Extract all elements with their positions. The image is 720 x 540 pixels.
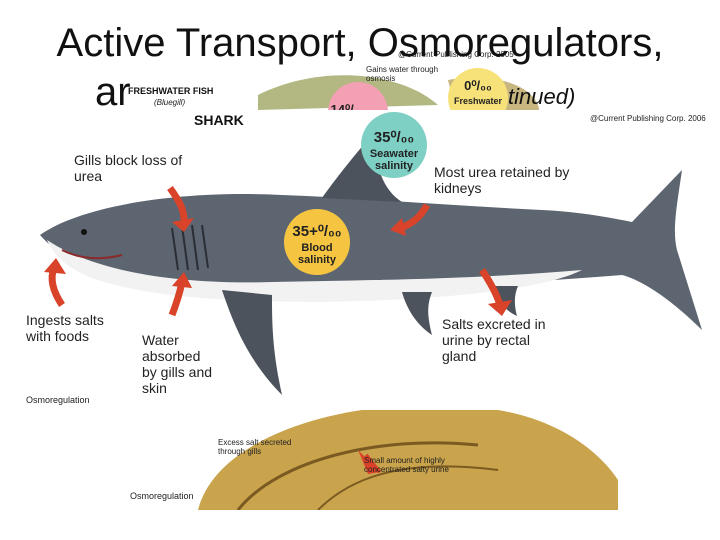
urea-label: Most urea retained by kidneys [434,164,570,196]
fw-species: (Bluegill) [154,98,186,107]
shark-figure: SHARK @Current Publishing Corp. 2006 35⁰… [22,110,712,410]
slide-title-suffix: tinued) [508,84,576,109]
blood-value: 35+⁰/₀₀ [292,223,342,240]
seawater-salinity-circle [361,112,427,178]
salts-label: Salts excreted in urine by rectal gland [442,316,546,364]
fw-salinity-value: 0⁰/₀₀ [464,78,492,93]
shark-illustration [40,112,702,395]
shark-copyright: @Current Publishing Corp. 2006 [590,114,706,123]
blood-salinity-circle [284,209,350,275]
slide-title: Active Transport, Osmoregulators, [56,21,664,65]
fw-footer: Osmoregulation [130,491,194,501]
fw-copyright: @Current Publishing Corp. 2005 [398,50,514,59]
fw-urine: Small amount of highly concentrated salt… [364,456,449,474]
shark-footer: Osmoregulation [26,395,90,405]
shark-heading: SHARK [194,112,244,128]
fw-gains-water: Gains water through osmosis [366,65,439,83]
fw-heading: FRESHWATER FISH [128,86,214,96]
fw-excess-salt: Excess salt secreted through gills [218,438,292,456]
seawater-label: Seawater salinity [369,148,419,172]
slide-title-line2: ar [95,70,131,114]
red-arrows [44,185,512,317]
blood-label: Blood salinity [298,242,336,266]
water-label: Water absorbed by gills and skin [142,332,213,396]
gills-label: Gills block loss of urea [74,152,183,184]
seawater-value: 35⁰/₀₀ [373,129,415,146]
ingests-label: Ingests salts with foods [26,312,104,344]
fw-salinity-label: Freshwater [453,96,503,106]
